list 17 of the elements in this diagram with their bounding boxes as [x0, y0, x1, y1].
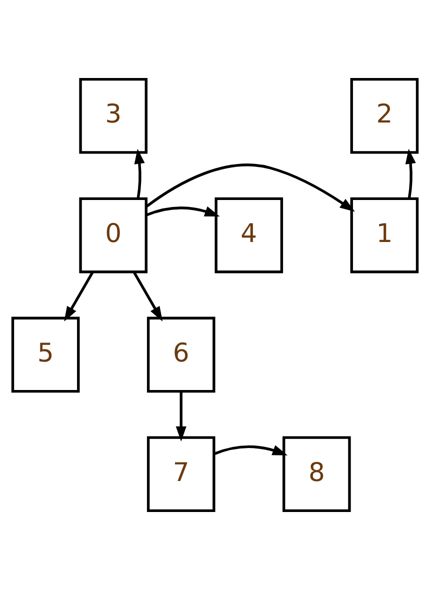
- node-box: 8: [282, 436, 351, 512]
- arrow: [405, 148, 416, 199]
- node-box: 7: [146, 436, 216, 512]
- node-box: 0: [79, 197, 148, 274]
- arrow: [213, 445, 288, 456]
- node-box: 1: [350, 197, 419, 274]
- arrow: [146, 206, 220, 216]
- node-box: 5: [11, 316, 80, 393]
- node-box: 6: [146, 316, 216, 393]
- arrow: [132, 272, 163, 322]
- node-box: 2: [350, 78, 419, 154]
- node-box: 4: [214, 197, 284, 274]
- arrow: [146, 164, 355, 212]
- arrow: [176, 392, 186, 442]
- arrow: [134, 148, 145, 199]
- arrow: [64, 272, 94, 322]
- node-box: 3: [79, 78, 148, 154]
